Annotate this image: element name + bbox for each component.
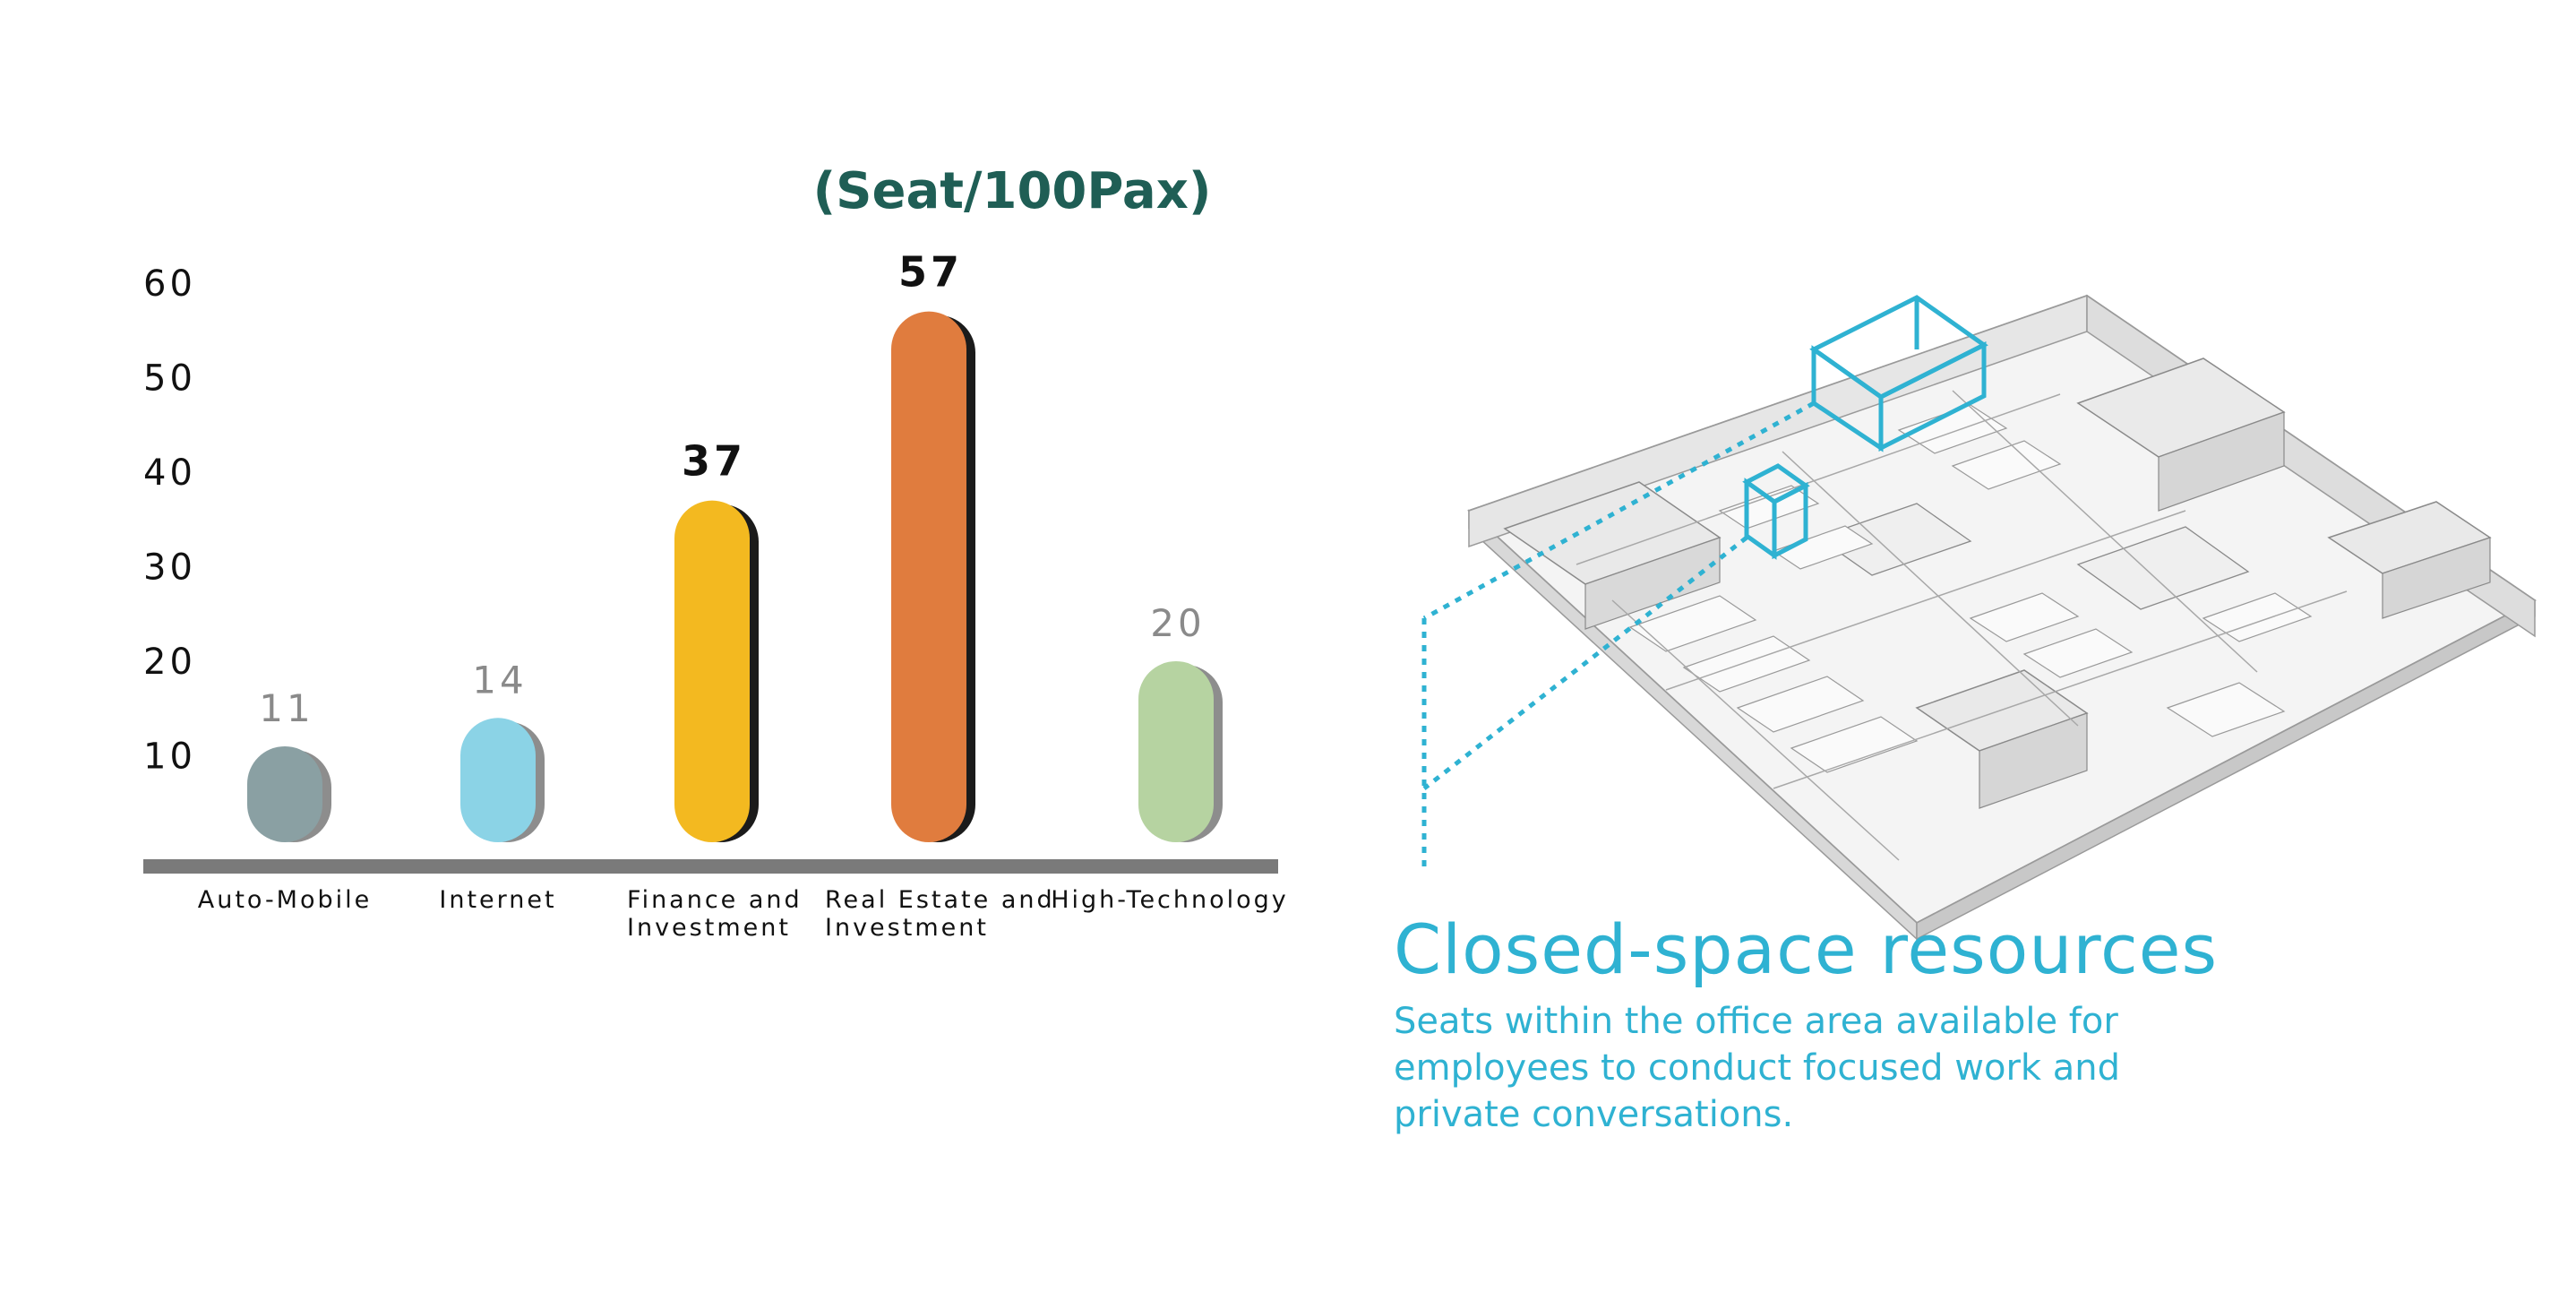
x-tick-label-line: High-Technology <box>1051 886 1289 914</box>
office-floor-plan-illustration <box>1421 294 2537 941</box>
highlight-leader-lines <box>1421 401 1816 869</box>
closed-space-description: Closed-space resources Seats within the … <box>1394 905 2469 1138</box>
x-tick-label-line: Real Estate and <box>825 886 1055 914</box>
bars <box>247 311 1223 842</box>
bar-fill <box>891 311 966 842</box>
bar <box>1138 661 1223 842</box>
bar-chart: (Seat/100Pax) 10 20 30 40 50 60 11 14 37 57 20 Au… <box>143 162 1289 942</box>
floor-plan-base <box>1467 294 2537 941</box>
bar <box>674 500 759 842</box>
x-tick-label: Internet <box>439 886 556 914</box>
y-tick-label: 10 <box>143 736 196 778</box>
bar-value-label: 14 <box>472 658 527 702</box>
y-tick-label: 40 <box>143 452 196 494</box>
bar <box>891 311 975 842</box>
bar-fill <box>460 718 536 842</box>
section-heading: Closed-space resources <box>1394 909 2219 989</box>
highlighted-closed-room-small <box>1742 463 1810 560</box>
y-tick-label: 60 <box>143 263 196 305</box>
y-tick-label: 20 <box>143 642 196 683</box>
bar <box>460 718 545 842</box>
bar-fill <box>1138 661 1214 842</box>
data-labels: 11 14 37 57 20 <box>259 248 1205 730</box>
x-tick-label-line: Finance and <box>627 886 803 914</box>
bar-value-label: 37 <box>682 437 746 486</box>
highlighted-closed-room-large <box>1809 295 1988 452</box>
x-tick-label-line: Auto-Mobile <box>198 886 373 914</box>
x-tick-label-line: Internet <box>439 886 556 914</box>
x-tick-label: Auto-Mobile <box>198 886 373 914</box>
bar-fill <box>674 500 750 842</box>
bar-value-label: 11 <box>259 686 313 730</box>
y-tick-label: 30 <box>143 547 196 589</box>
chart-title: (Seat/100Pax) <box>813 162 1212 220</box>
x-tick-label: High-Technology <box>1051 886 1289 914</box>
section-description: Seats within the office area available f… <box>1394 1001 2121 1135</box>
bar-fill <box>247 745 322 842</box>
bar <box>247 745 331 842</box>
bar-value-label: 20 <box>1150 601 1205 645</box>
x-tick-label-line: Investment <box>825 914 989 942</box>
x-tick-label-line: Investment <box>627 914 791 942</box>
bar-value-label: 57 <box>898 248 963 297</box>
y-axis-ticks: 10 20 30 40 50 60 <box>143 263 196 778</box>
y-tick-label: 50 <box>143 358 196 400</box>
x-axis-line <box>143 859 1278 874</box>
